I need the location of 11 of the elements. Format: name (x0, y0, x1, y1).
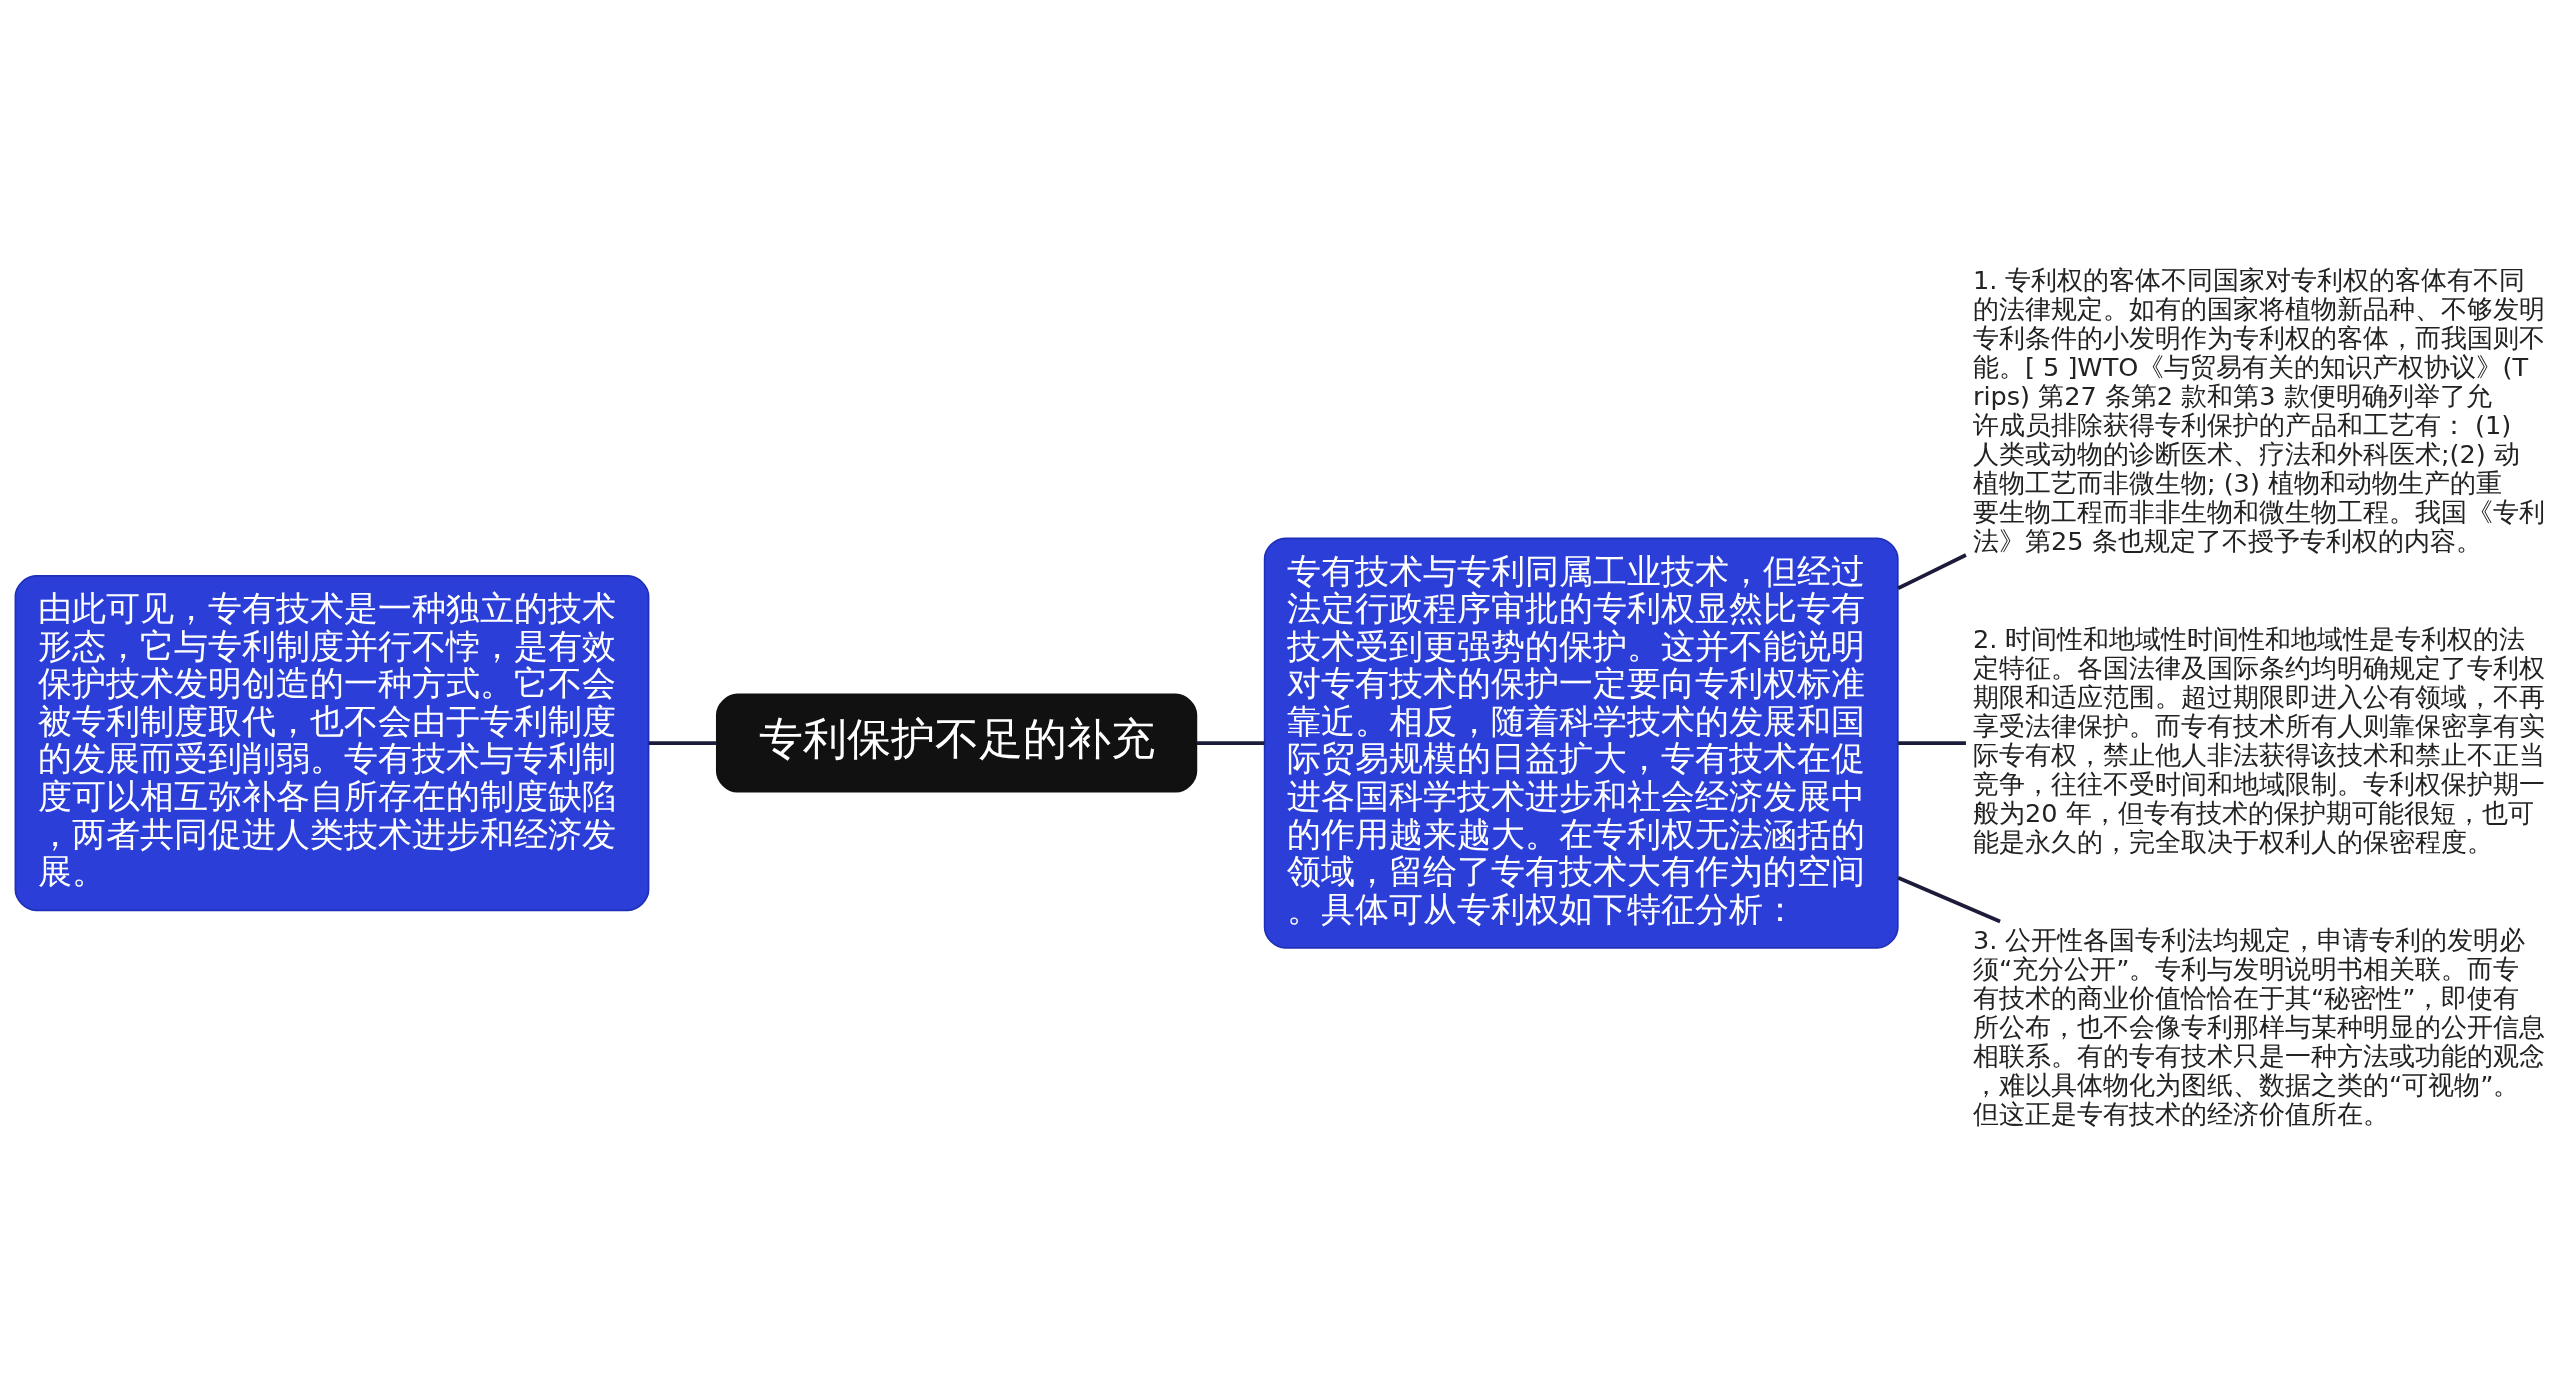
connector (648, 740, 717, 745)
connector (1898, 740, 1966, 745)
node-text: 2. 时间性和地域性时间性和地域性是专利权的法定特征。各国法律及国际条约均明确规定了专利权期限和适应范围。超过期限即进入公有领域，不再享受法律保护。而专有技术所有人则靠保密享有实际专有权，禁止他人非法获得该技术和禁止不正当竞争，往往不受时间和地域限制。专利权保护期一般为20 年，但专有技术的保护期可能很短，也可能是永久的，完全取决于权利人的保密程度。 (1972, 623, 2545, 857)
node-text: 3. 公开性各国专利法均规定，申请专利的发明必须“充分公开”。专利与发明说明书相关联。而专有技术的商业价值恰恰在于其“秘密性”，即使有所公布，也不会像专利那样与某种明显的公开信息相联系。有的专有技术只是一种方法或功能的观念，难以具体物化为图纸、数据之类的“可视物”。但这正是专有技术的经济价值所在。 (1972, 924, 2545, 1129)
connector (1897, 875, 2001, 923)
node-box: 由此可见，专有技术是一种独立的技术形态，它与专利制度并行不悖，是有效保护技术发明创造的一种方式。它不会被专利制度取代，也不会由于专利制度的发展而受到削弱。专有技术与专利制度可以相互弥补各自所存在的制度缺陷，两者共同促进人类技术进步和经济发展。 (14, 574, 650, 911)
connector (1196, 740, 1265, 745)
connector (1897, 552, 1967, 590)
node-box: 专利保护不足的补充 (715, 693, 1198, 793)
node-text: 1. 专利权的客体不同国家对专利权的客体有不同的法律规定。如有的国家将植物新品种、不够发明专利条件的小发明作为专利权的客体，而我国则不能。[ 5 ]WTO《与贸易有关的知识产权协议》(Trips) 第27 条第2 款和第3 款便明确列举了允许成员排除获得专利保护的产品和工艺有： (1) 人类或动物的诊断医术、疗法和外科医术;(2) 动植物工艺而非微生物; (3) 植物和动物生产的重要生物工程而非非生物和微生物工程。我国《专利法》第25 条也规定了不授予专利权的内容。 (1972, 264, 2545, 556)
node-box: 专有技术与专利同属工业技术，但经过法定行政程序审批的专利权显然比专有技术受到更强势的保护。这并不能说明对专有技术的保护一定要向专利权标准靠近。相反，随着科学技术的发展和国际贸易规模的日益扩大，专有技术在促进各国科学技术进步和社会经济发展中的作用越来越大。在专利权无法涵括的领域，留给了专有技术大有作为的空间。具体可从专利权如下特征分析： (1263, 536, 1899, 949)
